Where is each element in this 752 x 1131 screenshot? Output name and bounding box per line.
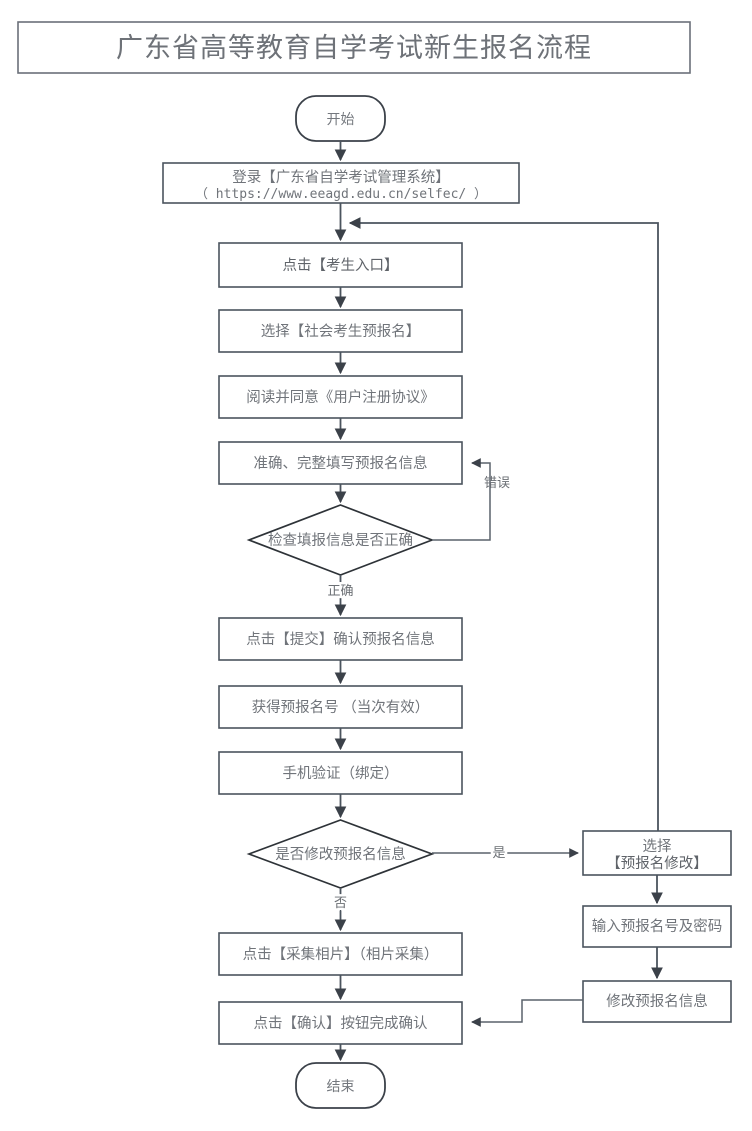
node-do-modify[interactable]: 修改预报名信息	[582, 980, 732, 1023]
node-end[interactable]: 结束	[295, 1062, 386, 1109]
node-getno[interactable]: 获得预报名号 （当次有效）	[218, 685, 463, 729]
node-submit-label: 点击【提交】确认预报名信息	[246, 630, 435, 648]
edge-label-yes: 是	[492, 845, 505, 860]
node-select-modify[interactable]: 选择 【预报名修改】	[582, 830, 732, 876]
node-confirm[interactable]: 点击【确认】按钮完成确认	[218, 1001, 463, 1045]
node-start[interactable]: 开始	[295, 95, 386, 142]
edge-label-correct: 正确	[327, 583, 353, 598]
node-phone[interactable]: 手机验证（绑定）	[218, 751, 463, 795]
node-start-label: 开始	[327, 112, 355, 128]
node-end-label: 结束	[327, 1079, 355, 1095]
node-photo[interactable]: 点击【采集相片】（相片采集）	[218, 932, 463, 976]
node-phone-label: 手机验证（绑定）	[283, 765, 399, 782]
node-getno-label: 获得预报名号 （当次有效）	[252, 699, 430, 716]
node-select-modify-label-line1: 选择	[643, 838, 672, 855]
node-agree-label: 阅读并同意《用户注册协议》	[246, 388, 435, 406]
node-select-modify-label-line2: 【预报名修改】	[606, 855, 708, 872]
node-fill-label: 准确、完整填写预报名信息	[254, 455, 428, 472]
node-input-number-label: 输入预报名号及密码	[592, 918, 723, 935]
node-modify-question[interactable]: 是否修改预报名信息	[246, 819, 435, 889]
edge-label-no: 否	[334, 895, 347, 910]
page-title: 广东省高等教育自学考试新生报名流程	[116, 33, 592, 63]
node-do-modify-label: 修改预报名信息	[606, 993, 708, 1010]
node-preselect[interactable]: 选择【社会考生预报名】	[218, 309, 463, 353]
node-entry[interactable]: 点击【考生入口】	[218, 242, 463, 288]
node-check[interactable]: 检查填报信息是否正确	[246, 504, 435, 576]
edge-label-error: 错误	[484, 475, 510, 490]
node-input-number[interactable]: 输入预报名号及密码	[582, 905, 732, 948]
node-fill[interactable]: 准确、完整填写预报名信息	[218, 441, 463, 485]
edge-check-fill-error	[432, 458, 491, 541]
node-agree[interactable]: 阅读并同意《用户注册协议》	[218, 375, 463, 419]
node-entry-label: 点击【考生入口】	[283, 257, 399, 274]
edge-domodify-confirm-return	[471, 999, 583, 1027]
node-submit[interactable]: 点击【提交】确认预报名信息	[218, 617, 463, 661]
node-login-label-line1: 登录【广东省自学考试管理系统】	[232, 169, 450, 186]
node-login[interactable]: 登录【广东省自学考试管理系统】 （ https://www.eeagd.edu.…	[162, 162, 520, 204]
node-check-label: 检查填报信息是否正确	[268, 532, 413, 549]
node-photo-label: 点击【采集相片】（相片采集）	[243, 946, 439, 963]
node-login-label-line2: （ https://www.eeagd.edu.cn/selfec/ ）	[195, 187, 487, 202]
edge-selmod-entry-return	[348, 217, 659, 831]
node-confirm-label: 点击【确认】按钮完成确认	[254, 1015, 428, 1032]
title-box: 广东省高等教育自学考试新生报名流程	[17, 21, 691, 74]
node-preselect-label: 选择【社会考生预报名】	[261, 323, 421, 340]
node-modify-question-label: 是否修改预报名信息	[275, 846, 406, 863]
